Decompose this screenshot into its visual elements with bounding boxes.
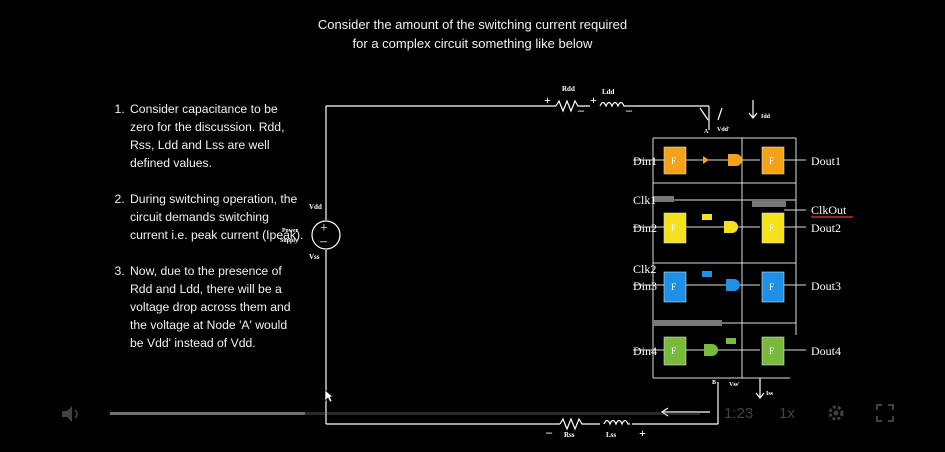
- rdd-resistor: [555, 99, 590, 113]
- ff-label: F: [671, 346, 676, 356]
- buffer-row4-icon: [726, 338, 736, 344]
- buffer-row1-icon: [703, 156, 709, 164]
- bullet-point-2: During switching operation, the circuit …: [128, 190, 304, 244]
- idd-label: Idd: [761, 114, 771, 120]
- ff-row2-col1: [663, 212, 687, 244]
- rss-label: Rss: [564, 431, 575, 439]
- vdd-prime-arrow-icon: [717, 107, 723, 121]
- bullet-point-3: Now, due to the presence of Rdd and Ldd,…: [128, 262, 304, 352]
- vss-prime-label: Vss': [729, 382, 740, 388]
- din3-label: Din3: [633, 279, 657, 293]
- dout2-label: Dout2: [811, 221, 841, 235]
- ff-label: F: [671, 156, 676, 166]
- ldd-inductor: [599, 101, 626, 108]
- mouse-cursor-icon: [324, 389, 334, 403]
- ff-row1-col1: [663, 146, 687, 175]
- and-gate-row2-icon: [724, 221, 738, 233]
- time-display: 1:23: [724, 405, 754, 422]
- ff-label: F: [671, 282, 676, 292]
- rdd-minus-sign: –: [577, 103, 585, 117]
- buffer-row2-icon: [702, 214, 712, 220]
- din4-label: Din4: [633, 344, 657, 358]
- power-supply-symbol: [311, 220, 341, 250]
- bullet-point-1: Consider capacitance to be zero for the …: [128, 100, 304, 172]
- rdd-plus-sign: +: [544, 93, 551, 107]
- and-gate-row3-icon: [726, 279, 740, 291]
- din1-label: Din1: [633, 154, 657, 168]
- ff-label: F: [769, 346, 774, 356]
- ff-label: F: [769, 223, 774, 233]
- buffer-row3-icon: [702, 271, 712, 277]
- dout1-label: Dout1: [811, 154, 841, 168]
- ldd-plus-sign: +: [590, 93, 597, 107]
- ff-label: F: [769, 282, 774, 292]
- ldd-minus-sign: –: [625, 103, 633, 117]
- iss-label: Iss: [766, 391, 774, 397]
- slide-title-line2: for a complex circuit something like bel…: [352, 36, 593, 51]
- node-a-label: A: [704, 129, 709, 135]
- fullscreen-icon[interactable]: [876, 404, 894, 422]
- lss-plus-sign: +: [639, 426, 646, 440]
- volume-icon[interactable]: [60, 404, 82, 424]
- progress-track[interactable]: [110, 412, 700, 415]
- speed-button[interactable]: 1x: [779, 405, 795, 422]
- ff-row4-col1: [663, 336, 687, 366]
- dout4-label: Dout4: [811, 344, 841, 358]
- ff-row4-col2: [761, 336, 785, 366]
- rss-minus-sign: –: [545, 425, 553, 439]
- progress-fill: [110, 412, 305, 415]
- node-b-label: B: [712, 380, 716, 386]
- ff-label: F: [671, 223, 676, 233]
- clkout-label: ClkOut: [811, 203, 847, 217]
- ff-row3-col1: [663, 271, 687, 303]
- supply-label: Supply: [280, 238, 298, 244]
- rss-resistor: [559, 417, 600, 431]
- settings-gear-icon[interactable]: [826, 403, 846, 423]
- supply-minus-symbol: –: [319, 234, 328, 249]
- power-label: Power: [282, 228, 299, 234]
- ldd-label: Ldd: [602, 88, 615, 96]
- clk1-buffer: [652, 196, 674, 202]
- dout3-label: Dout3: [811, 279, 841, 293]
- supply-plus-symbol: +: [320, 221, 328, 236]
- ff-row3-col2: [761, 271, 785, 303]
- clk1-label: Clk1: [633, 193, 656, 207]
- clk2-buffer: [652, 320, 722, 326]
- ff-row2-col2: [761, 212, 785, 244]
- clk2-label: Clk2: [633, 262, 656, 276]
- slide-title-line1: Consider the amount of the switching cur…: [317, 17, 628, 32]
- rdd-label: Rdd: [562, 85, 575, 93]
- ff-row1-col2: [761, 146, 785, 175]
- vdd-label: Vdd: [309, 203, 322, 211]
- and-gate-row1-icon: [728, 154, 742, 166]
- node-a-arrow-icon: [699, 107, 709, 121]
- clkout-buffer: [752, 201, 786, 207]
- din2-label: Din2: [633, 221, 657, 235]
- lss-inductor: [603, 419, 630, 426]
- bullet-list: Consider capacitance to be zero for the …: [104, 100, 304, 370]
- vss-label: Vss: [309, 253, 320, 261]
- flip-flop-grid: F F F F F F F F Din1 Din2 Din3: [633, 137, 853, 379]
- ff-label: F: [769, 156, 774, 166]
- vdd-prime-label: Vdd': [717, 127, 730, 133]
- and-gate-row4-icon: [704, 344, 718, 356]
- lss-label: Lss: [606, 431, 616, 439]
